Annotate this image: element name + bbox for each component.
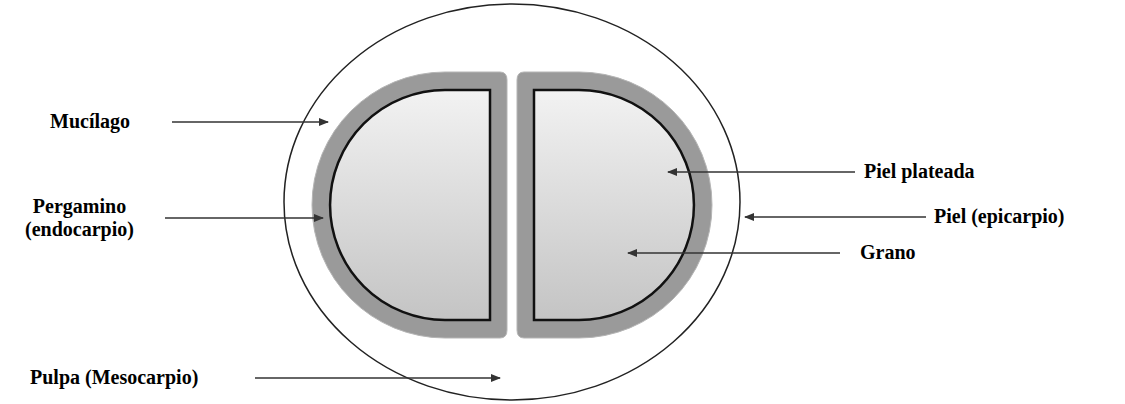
leader-arrow bbox=[165, 217, 323, 219]
leader-arrow bbox=[745, 216, 926, 218]
part-label: Grano bbox=[860, 241, 916, 264]
bean bbox=[330, 90, 490, 320]
part-label: Mucílago bbox=[50, 110, 130, 133]
leader-arrow bbox=[668, 171, 855, 173]
parchment-band bbox=[312, 72, 507, 338]
part-label: Piel (epicarpio) bbox=[934, 205, 1065, 228]
part-label: Pergamino (endocarpio) bbox=[2, 195, 157, 241]
part-label: Pulpa (Mesocarpio) bbox=[30, 366, 198, 389]
bean bbox=[534, 90, 694, 320]
leader-arrow bbox=[628, 252, 840, 254]
leader-arrow bbox=[172, 121, 328, 123]
part-label: Piel plateada bbox=[864, 160, 975, 183]
leader-arrow bbox=[255, 377, 500, 379]
parchment-band bbox=[517, 72, 712, 338]
skin-outline bbox=[284, 4, 740, 400]
